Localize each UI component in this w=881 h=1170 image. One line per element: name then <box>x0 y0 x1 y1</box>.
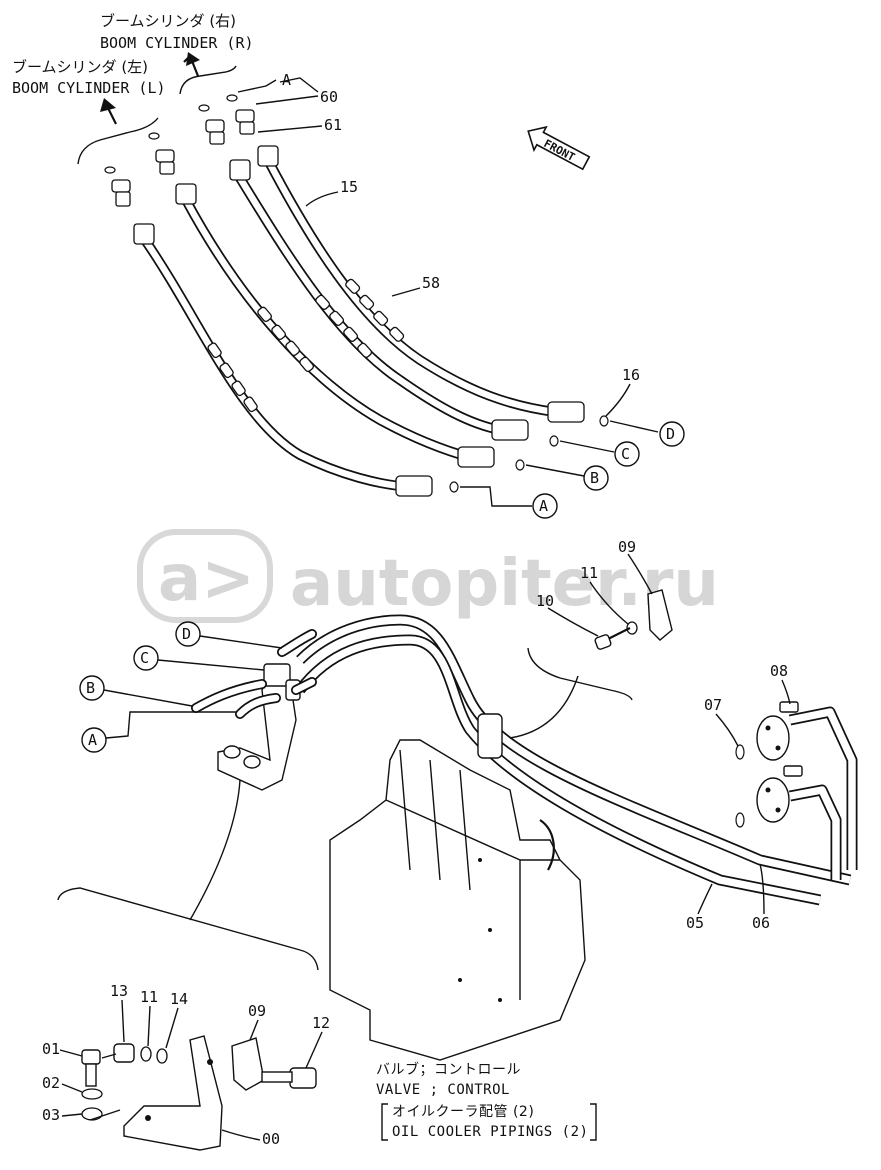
up-arrow-icon <box>100 98 117 125</box>
connection-letter-c-left: C <box>140 649 149 667</box>
boom-cylinder-right-jp: ブームシリンダ (右) <box>100 12 236 30</box>
connection-letter-c: C <box>621 445 630 463</box>
watermark-logo-text: a> <box>158 542 255 616</box>
part-number-58: 58 <box>422 274 440 292</box>
part-number-01: 01 <box>42 1040 60 1058</box>
part-number-14: 14 <box>170 990 188 1008</box>
control-valve <box>329 739 586 1061</box>
part-number-09-top: 09 <box>618 538 636 556</box>
part-number-13: 13 <box>110 982 128 1000</box>
part-number-12: 12 <box>312 1014 330 1032</box>
boom-cylinder-left-jp: ブームシリンダ (左) <box>12 58 148 76</box>
connection-letter-a: A <box>539 497 548 515</box>
valve-label-jp: バルブ；コントロール <box>376 1061 521 1078</box>
connection-letter-b: B <box>590 469 599 487</box>
connection-c-marker: C <box>614 441 640 467</box>
watermark-logo-frame <box>137 529 273 623</box>
connection-letter-b-left: B <box>86 679 95 697</box>
connection-d-marker: D <box>659 421 685 447</box>
part-number-16: 16 <box>622 366 640 384</box>
connection-b-left: B <box>79 675 193 707</box>
boom-cylinder-right-en: BOOM CYLINDER (R) <box>100 34 254 52</box>
caption: バルブ；コントロール VALVE ; CONTROL オイルクーラ配管 (2) … <box>376 1061 597 1141</box>
connection-a-marker: A <box>532 493 558 519</box>
top-hoses <box>104 94 659 507</box>
part-number-05: 05 <box>686 914 704 932</box>
flange-lower <box>756 765 803 823</box>
assembly-title-en: OIL COOLER PIPINGS (2) <box>392 1124 588 1140</box>
connection-letter-d-left: D <box>182 625 191 643</box>
watermark-text: autopiter.ru <box>290 547 719 621</box>
part-number-00: 00 <box>262 1130 280 1148</box>
up-arrow-icon <box>183 52 200 77</box>
part-number-61: 61 <box>324 116 342 134</box>
o-ring-07-lower <box>735 812 745 828</box>
valve-label-en: VALVE ; CONTROL <box>376 1082 510 1098</box>
part-number-11-bottom: 11 <box>140 988 158 1006</box>
part-number-60: 60 <box>320 88 338 106</box>
bracket-left-group <box>77 117 159 165</box>
pipe-clamp <box>477 713 503 759</box>
front-arrow-icon: FRONT <box>527 125 591 171</box>
connection-letter-a-left: A <box>88 731 97 749</box>
connection-d-left: D <box>175 621 283 649</box>
cooler-pipes <box>295 614 858 906</box>
connection-c-left: C <box>133 645 265 671</box>
o-ring-07-upper <box>735 744 745 760</box>
bracket-right-group <box>179 65 237 95</box>
part-number-10: 10 <box>536 592 554 610</box>
boom-cylinder-left-en: BOOM CYLINDER (L) <box>12 79 166 97</box>
connection-a-left: A <box>81 711 236 753</box>
assembly-title-jp: オイルクーラ配管 (2) <box>392 1104 534 1120</box>
connection-b-marker: B <box>583 465 609 491</box>
part-number-15: 15 <box>340 178 358 196</box>
detail-clamp-top <box>509 589 673 739</box>
flange-upper <box>756 701 799 761</box>
part-number-06: 06 <box>752 914 770 932</box>
connection-letter-d: D <box>666 425 675 443</box>
bottom-bracket-detail <box>81 1035 317 1151</box>
part-number-11-top: 11 <box>580 564 598 582</box>
part-number-08: 08 <box>770 662 788 680</box>
watermark: a> autopiter.ru <box>137 529 719 623</box>
part-number-03: 03 <box>42 1106 60 1124</box>
part-number-07: 07 <box>704 696 722 714</box>
part-number-09-bottom: 09 <box>248 1002 266 1020</box>
part-number-02: 02 <box>42 1074 60 1092</box>
